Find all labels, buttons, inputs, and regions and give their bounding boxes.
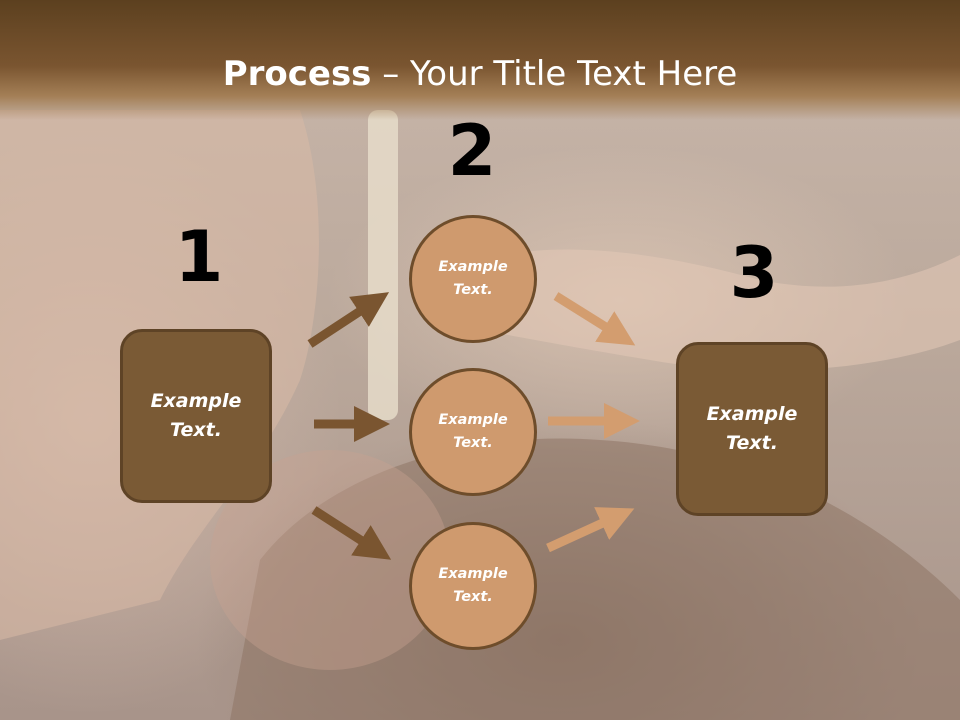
step-number-1: 1 xyxy=(174,216,224,298)
step-number-3: 3 xyxy=(729,232,779,314)
left-box-text: Example Text. xyxy=(150,390,242,441)
title-rest: – Your Title Text Here xyxy=(371,54,738,94)
arrow-bottom-to-right xyxy=(546,507,635,553)
right-box: Example Text. xyxy=(676,342,828,516)
circle-top: Example Text. xyxy=(409,215,537,343)
right-box-text: Example Text. xyxy=(706,403,798,454)
step-number-2: 2 xyxy=(447,110,497,192)
arrow-left-to-bottom xyxy=(311,506,392,560)
title-bar xyxy=(0,0,960,120)
arrow-left-to-top xyxy=(307,292,390,348)
arrow-top-to-right xyxy=(553,292,636,346)
slide-title: Process – Your Title Text Here xyxy=(0,52,960,96)
circle-top-text: Example Text. xyxy=(438,259,508,298)
left-box: Example Text. xyxy=(120,329,272,503)
circle-middle-text: Example Text. xyxy=(438,412,508,451)
title-bold: Process xyxy=(222,54,372,94)
circle-bottom-text: Example Text. xyxy=(438,566,508,605)
circle-middle: Example Text. xyxy=(409,368,537,496)
circle-bottom: Example Text. xyxy=(409,522,537,650)
